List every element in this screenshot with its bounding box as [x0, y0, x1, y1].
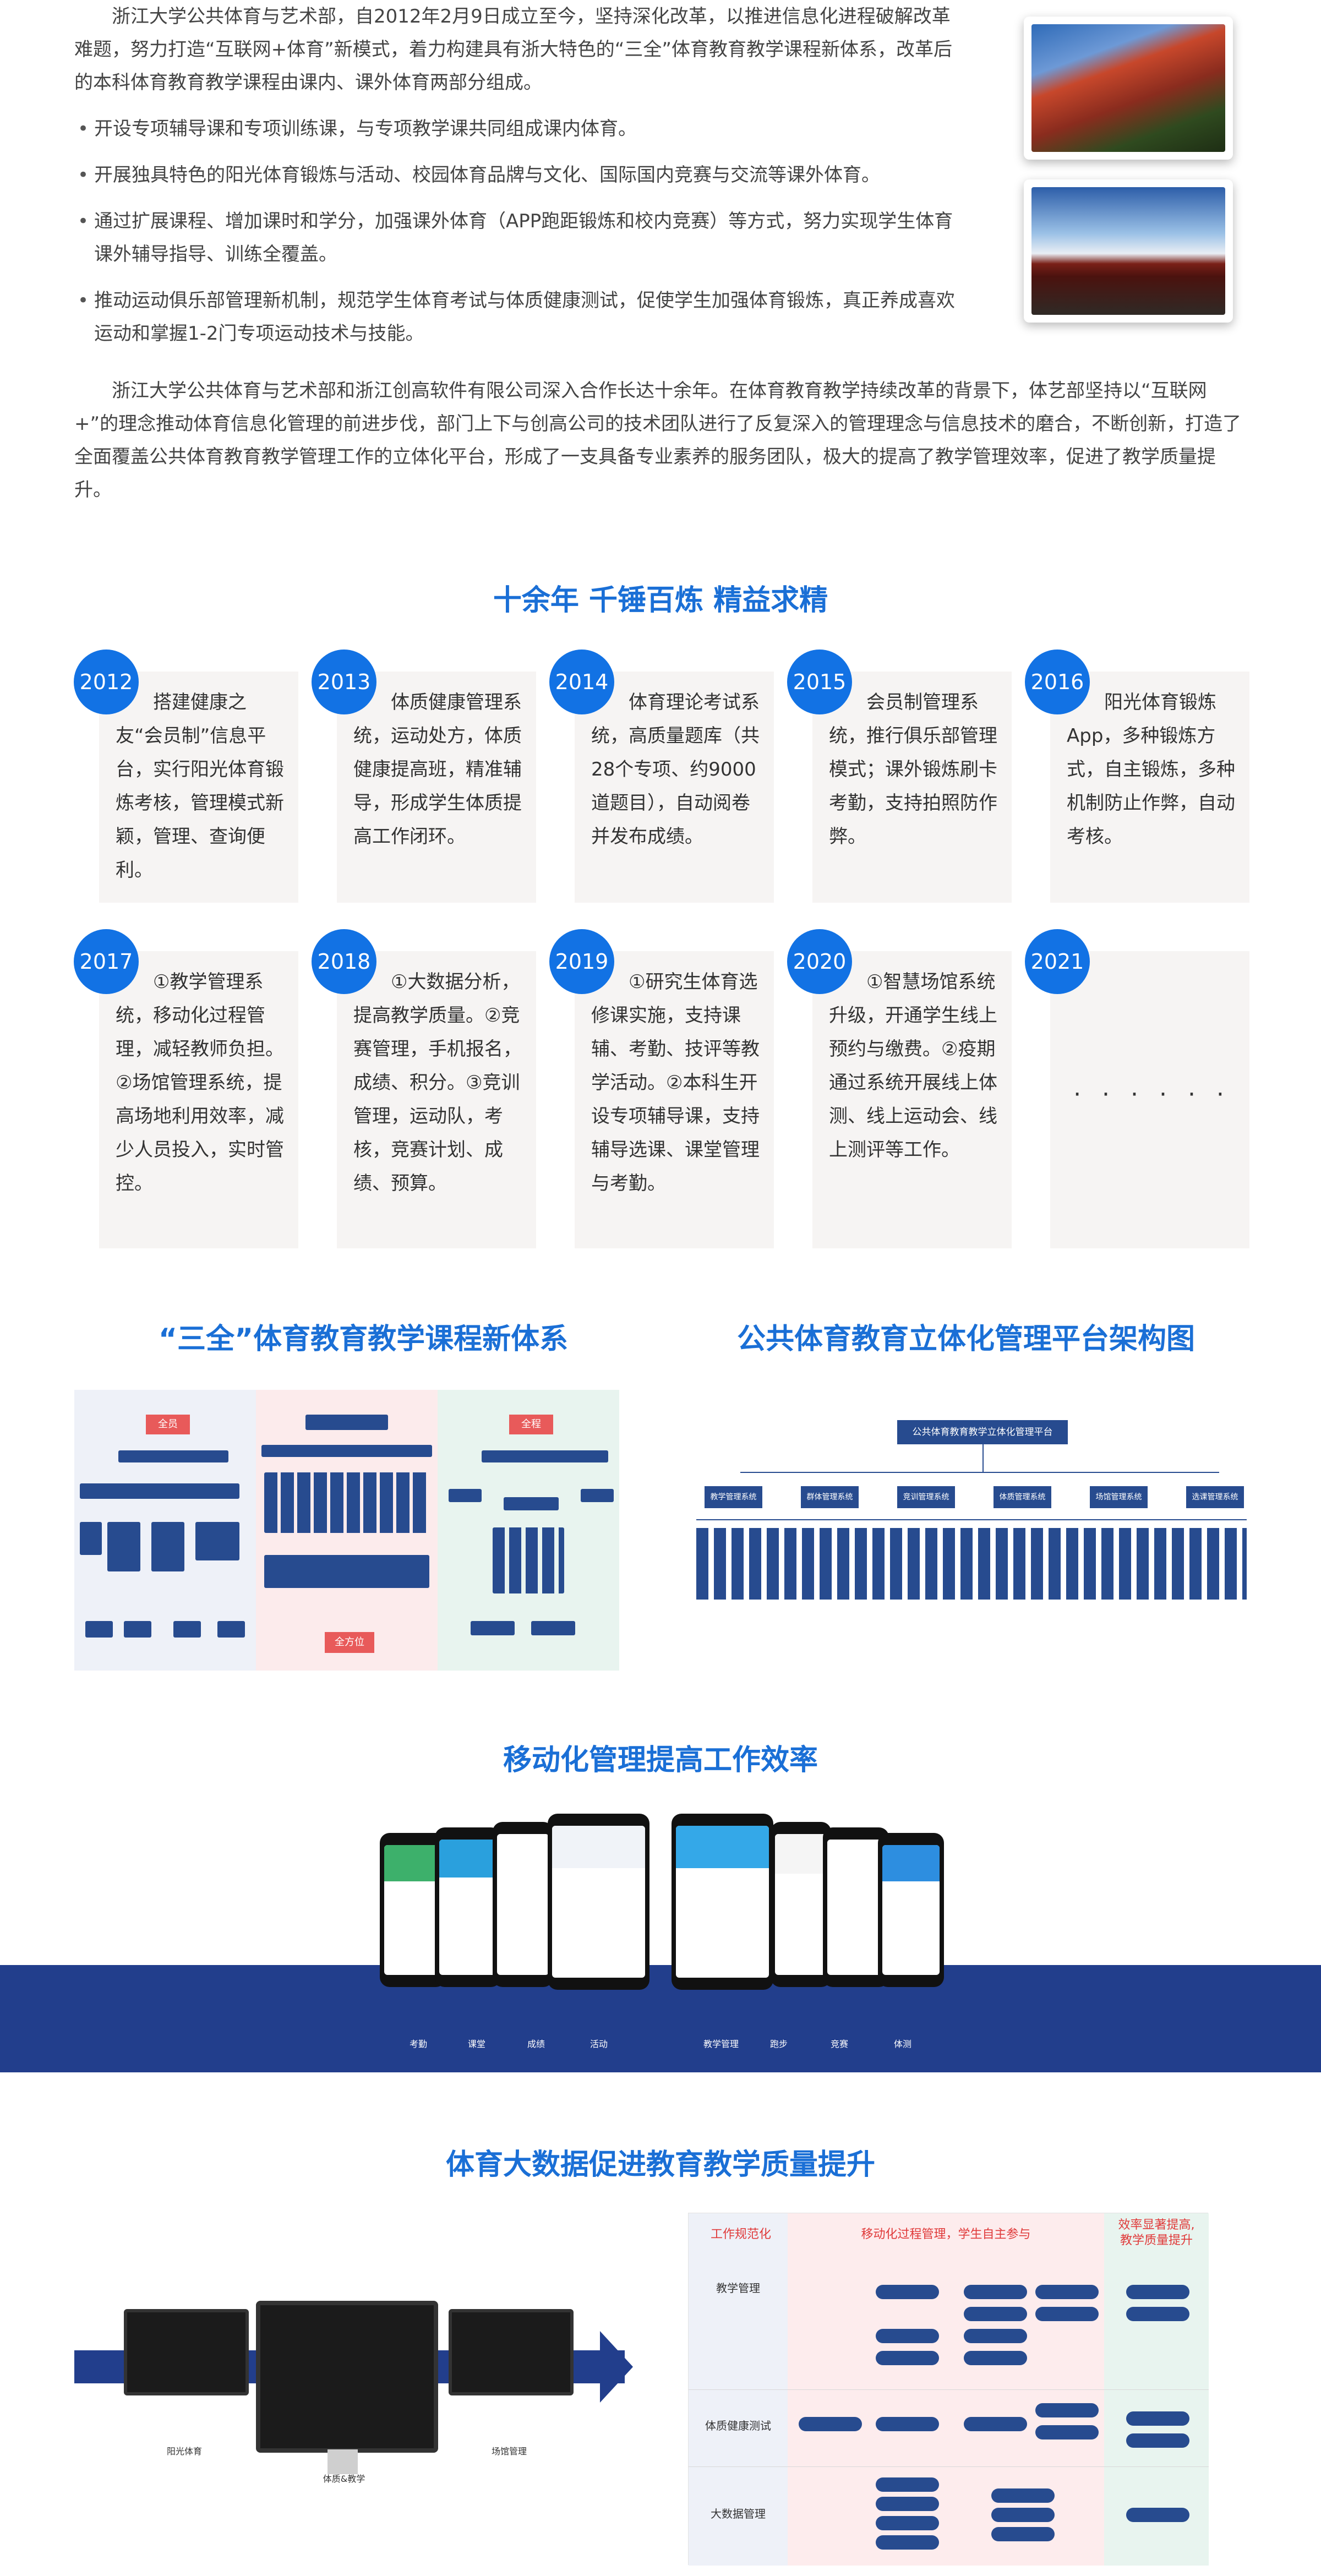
mobile-label: 体测	[893, 2039, 911, 2049]
timeline-card-2017: ①教学管理系统，移动化过程管理，减轻教师负担。②场馆管理系统，提高场地利用效率，…	[99, 951, 298, 1248]
arch-system-node: 群体管理系统	[801, 1486, 859, 1508]
timeline-card-2020: ①智慧场馆系统升级，开通学生线上预约与缴费。②疫期通过系统开展线上体测、线上运动…	[812, 951, 1012, 1248]
timeline-card-2013: 体质健康管理系统，运动处方，体质健康提高班，精准辅导，形成学生体质提高工作闭环。	[337, 672, 536, 903]
year-badge-2012: 2012	[74, 650, 139, 714]
timeline-card-2014: 体育理论考试系统，高质量题库（共28个专项、约9000道题目），自动阅卷并发布成…	[575, 672, 774, 903]
timeline-card-2018: ①大数据分析，提高教学质量。②竞赛管理，手机报名，成绩、积分。③竞训管理，运动队…	[337, 951, 536, 1248]
year-badge-2021: 2021	[1025, 929, 1090, 994]
year-badge-2015: 2015	[787, 650, 852, 714]
flow-row-label: 大数据管理	[711, 2507, 766, 2520]
timeline-card-2021: · · · · · ·	[1050, 951, 1249, 1248]
flow-header: 效率显著提高, 教学质量提升	[1118, 2218, 1195, 2247]
intro-paragraph-2: 浙江大学公共体育与艺术部和浙江创高软件有限公司深入合作长达十余年。在体育教育教学…	[74, 380, 1242, 501]
phone-mockup	[771, 1822, 831, 1987]
mobile-label: 考勤	[409, 2039, 427, 2049]
timeline-title: 十余年 千锤百炼 精益求精	[493, 584, 828, 617]
flow-header: 工作规范化	[710, 2228, 771, 2241]
bigdata-flow-diagram: 工作规范化 移动化过程管理，学生自主参与 效率显著提高, 教学质量提升 教学管理…	[688, 2213, 1209, 2566]
intro-bullet: 开设专项辅导课和专项训练课，与专项教学课共同组成课内体育。	[74, 112, 966, 145]
monitor-mockup	[449, 2309, 574, 2395]
year-badge-2019: 2019	[549, 929, 614, 994]
bigdata-arrow-head	[600, 2331, 633, 2403]
monitor-label: 体质&教学	[323, 2474, 365, 2484]
arch-system-node: 体质管理系统	[994, 1486, 1051, 1508]
arch-leaf-nodes	[696, 1528, 1247, 1600]
intro-section: 浙江大学公共体育与艺术部，自2012年2月9日成立至今，坚持深化改革，以推进信息…	[74, 0, 966, 363]
timeline-card-2019: ①研究生体育选修课实施，支持课辅、考勤、技评等教学活动。②本科生开设专项辅导课，…	[575, 951, 774, 1248]
campus-photo-red-building	[1024, 17, 1233, 160]
intro-paragraph-1: 浙江大学公共体育与艺术部，自2012年2月9日成立至今，坚持深化改革，以推进信息…	[74, 6, 952, 94]
monitor-mockup	[256, 2301, 438, 2453]
flow-row-label: 教学管理	[716, 2282, 760, 2295]
tag-all-round: 全方位	[325, 1632, 374, 1653]
intro-bullet-list: 开设专项辅导课和专项训练课，与专项教学课共同组成课内体育。 开展独具特色的阳光体…	[74, 112, 966, 350]
intro-bullet: 通过扩展课程、增加课时和学分，加强课外体育（APP跑距锻炼和校内竞赛）等方式，努…	[74, 205, 966, 271]
monitor-label: 阳光体育	[166, 2446, 202, 2457]
mobile-label: 跑步	[769, 2039, 788, 2049]
monitor-label: 场馆管理	[491, 2446, 527, 2457]
arch-root-node: 公共体育教育教学立体化管理平台	[897, 1420, 1068, 1444]
intro-bullet: 推动运动俱乐部管理新机制，规范学生体育考试与体质健康测试，促使学生加强体育锻炼，…	[74, 284, 966, 350]
architecture-diagram: 公共体育教育教学立体化管理平台 教学管理系统 群体管理系统 竞训管理系统 体质管…	[694, 1409, 1249, 1640]
mobile-title: 移动化管理提高工作效率	[503, 1744, 818, 1777]
timeline-card-2015: 会员制管理系统，推行俱乐部管理模式；课外锻炼刷卡考勤，支持拍照防作弊。	[812, 672, 1012, 903]
architecture-title: 公共体育教育立体化管理平台架构图	[736, 1323, 1195, 1356]
arch-system-node: 场馆管理系统	[1090, 1486, 1148, 1508]
flow-header: 移动化过程管理，学生自主参与	[861, 2228, 1031, 2241]
tag-whole-process: 全程	[509, 1415, 553, 1434]
year-badge-2018: 2018	[312, 929, 376, 994]
year-badge-2014: 2014	[549, 650, 614, 714]
monitor-mockup	[124, 2309, 249, 2395]
arch-system-node: 选课管理系统	[1186, 1486, 1244, 1508]
year-badge-2016: 2016	[1025, 650, 1090, 714]
timeline-card-2012: 搭建健康之友“会员制”信息平台，实行阳光体育锻炼考核，管理模式新颖，管理、查询便…	[99, 672, 298, 903]
flow-row-label: 体质健康测试	[705, 2419, 771, 2432]
mobile-label: 教学管理	[703, 2039, 739, 2049]
year-badge-2013: 2013	[312, 650, 376, 714]
mobile-band	[0, 1965, 1321, 2072]
bigdata-title: 体育大数据促进教育教学质量提升	[445, 2148, 875, 2181]
arch-system-node: 教学管理系统	[705, 1486, 762, 1508]
phone-mockup	[493, 1822, 553, 1987]
tag-all-staff: 全员	[146, 1415, 190, 1434]
curriculum-title: “三全”体育教育教学课程新体系	[158, 1323, 569, 1356]
campus-photo-pavilion	[1024, 179, 1233, 323]
intro-bullet: 开展独具特色的阳光体育锻炼与活动、校园体育品牌与文化、国际国内竞赛与交流等课外体…	[74, 159, 966, 192]
phone-mockup	[878, 1833, 944, 1987]
timeline-card-2016: 阳光体育锻炼App，多种锻炼方式，自主锻炼，多种机制防止作弊，自动考核。	[1050, 672, 1249, 903]
mobile-label: 活动	[589, 2039, 608, 2049]
phone-mockup	[672, 1814, 773, 1990]
year-badge-2017: 2017	[74, 929, 139, 994]
phone-mockup	[548, 1814, 649, 1990]
curriculum-diagram: 全员 全程 全方位	[74, 1390, 619, 1671]
phone-mockup	[435, 1827, 501, 1987]
year-badge-2020: 2020	[787, 929, 852, 994]
arch-system-node: 竞训管理系统	[897, 1486, 955, 1508]
mobile-label: 成绩	[527, 2039, 545, 2049]
mobile-label: 竞赛	[830, 2039, 848, 2049]
mobile-label: 课堂	[467, 2039, 485, 2049]
